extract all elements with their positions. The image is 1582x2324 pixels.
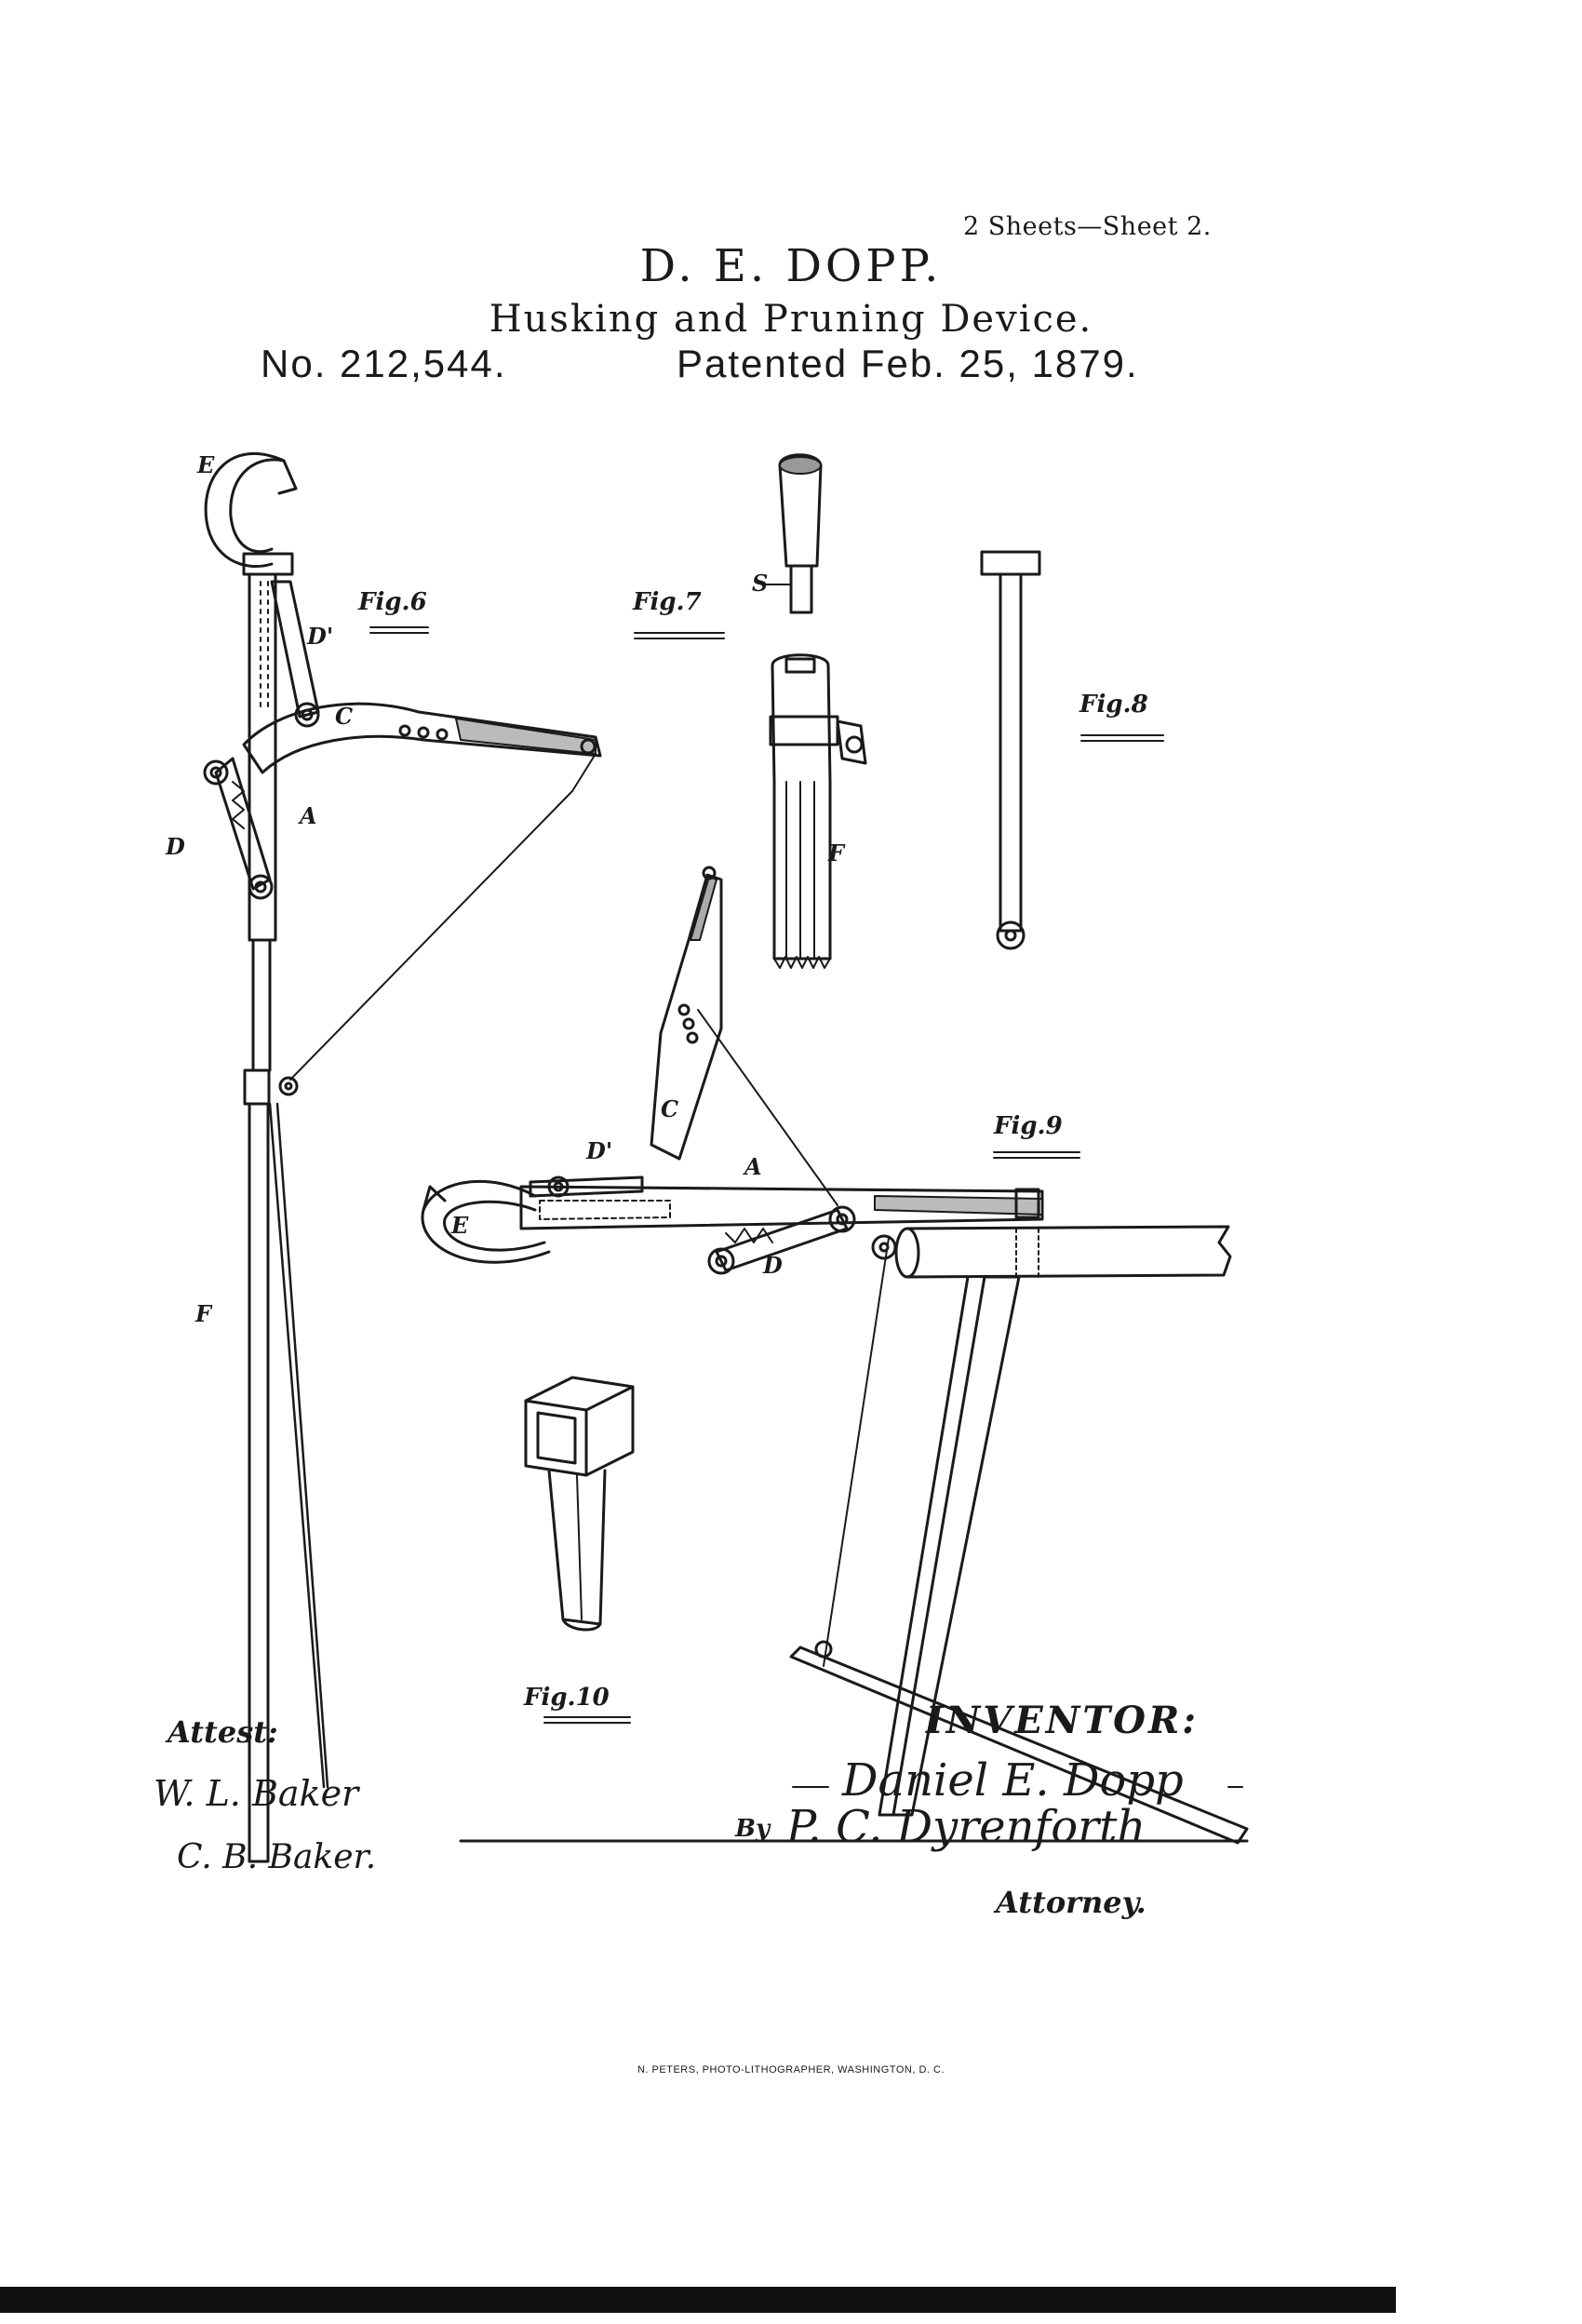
witness-signature-2: C. B. Baker.: [177, 1838, 377, 1876]
fig7-label: Fig.7: [632, 588, 702, 616]
fig8-drawing: [980, 550, 1041, 950]
ref-E-fig9: E: [450, 1212, 469, 1239]
patent-date: Patented Feb. 25, 1879.: [677, 342, 1139, 385]
attorney-signature: P. C. Dyrenforth: [786, 1801, 1146, 1853]
fig8-label: Fig.8: [1079, 691, 1148, 719]
fig9-drawing: [421, 866, 1249, 1845]
fig10-label: Fig.10: [523, 1684, 610, 1712]
witness-signature-1: W. L. Baker: [154, 1773, 359, 1814]
ref-C-fig6: C: [335, 703, 353, 730]
fig10-drawing: [524, 1376, 635, 1632]
ref-F-fig7: F: [827, 840, 846, 866]
ref-C-fig9: C: [661, 1095, 678, 1122]
patent-number: No. 212,544.: [261, 342, 507, 385]
ref-A-fig9: A: [743, 1153, 762, 1180]
inventor-signature: Daniel E. Dopp: [842, 1754, 1184, 1807]
patent-title: Husking and Pruning Device.: [489, 298, 1093, 341]
attorney-label: Attorney.: [996, 1885, 1146, 1920]
fig6-drawing: [203, 451, 602, 1863]
printer-credit: N. PETERS, PHOTO-LITHOGRAPHER, WASHINGTO…: [637, 2064, 945, 2075]
ref-Dprime-fig9: D': [585, 1137, 612, 1164]
sheet-note: 2 Sheets—Sheet 2.: [963, 212, 1212, 241]
attest-label: Attest:: [168, 1714, 278, 1750]
ref-F-fig6: F: [194, 1300, 213, 1327]
scan-edge-bar: [0, 2287, 1396, 2313]
ref-S-fig7: S: [752, 570, 768, 597]
ref-D-fig6: D: [165, 833, 185, 860]
ref-Dprime-fig6: D': [306, 623, 333, 650]
fig9-label: Fig.9: [993, 1112, 1063, 1140]
ref-D-fig9: D: [762, 1252, 783, 1279]
inventor-heading: D. E. DOPP.: [639, 240, 943, 292]
fig7-drawing: [762, 453, 867, 969]
fig6-label: Fig.6: [357, 588, 427, 616]
by-label: By: [735, 1815, 771, 1843]
inventor-label: INVENTOR:: [926, 1699, 1199, 1742]
ref-E-fig6: E: [196, 451, 215, 478]
ref-A-fig6: A: [298, 802, 317, 829]
